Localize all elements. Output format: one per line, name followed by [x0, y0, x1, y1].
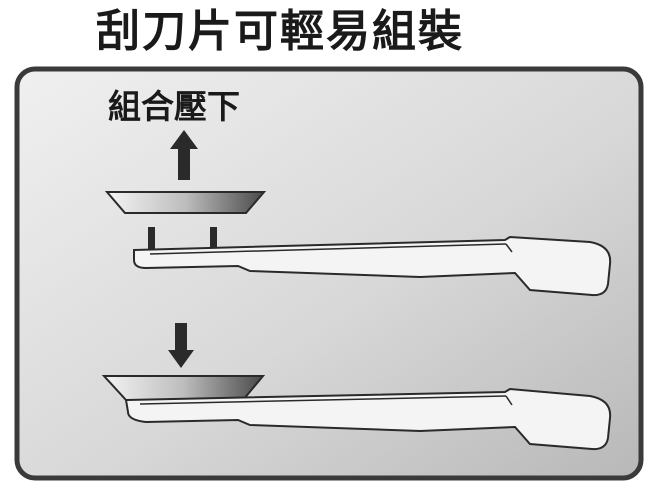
blade-top [104, 191, 267, 214]
arrow-down-icon [168, 323, 194, 368]
diagram-title: 刮刀片可輕易組裝 [96, 6, 464, 57]
blade-bottom [101, 375, 266, 401]
step-label: 組合壓下 [108, 87, 240, 126]
mount-pin-right [210, 227, 217, 250]
arrow-up-icon [170, 130, 198, 180]
handle-bottom [124, 387, 612, 451]
mount-pin-left [148, 227, 155, 250]
